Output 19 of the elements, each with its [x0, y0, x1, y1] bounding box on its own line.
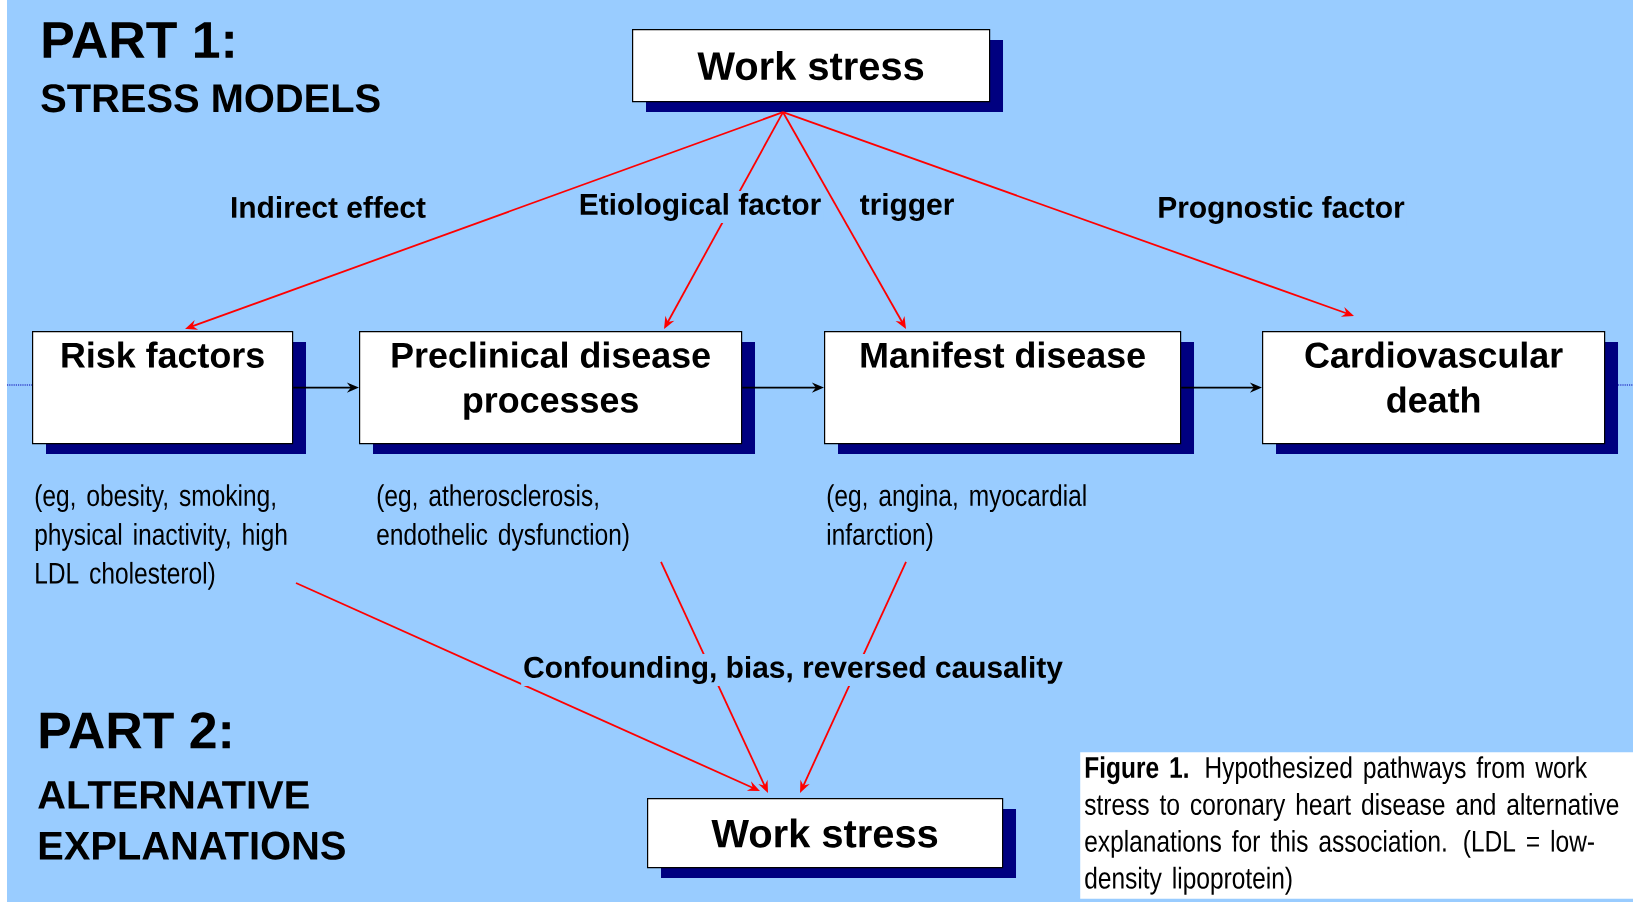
process-box: Cardiovascular death: [1262, 331, 1618, 454]
edge-label: Indirect effect: [228, 194, 428, 220]
heading-text: STRESS MODELS: [41, 84, 380, 113]
example-text: (eg, angina, myocardial infarction): [827, 484, 1086, 551]
process-box: Risk factors: [32, 331, 306, 454]
heading-text: PART 2:: [40, 712, 230, 749]
heading-text: ALTERNATIVE EXPLANATIONS: [38, 781, 345, 860]
process-box: Preclinical disease processes: [359, 331, 755, 454]
process-box: Manifest disease: [824, 331, 1194, 454]
edge-label: trigger: [857, 191, 957, 223]
edge-label: Etiological factor: [576, 191, 824, 223]
heading-text: Confounding, bias, reversed causality: [521, 654, 1065, 686]
process-box: Work stress: [647, 798, 1016, 878]
process-box: Work stress: [632, 29, 1003, 112]
example-text: (eg, obesity, smoking, physical inactivity, high LDL cholesterol): [35, 484, 287, 590]
example-text: (eg, atherosclerosis, endothelic dysfunction): [377, 484, 629, 551]
caption-text: Figure 1. Hypothesized pathways from work stress to coronary heart disease and alternative explanations for this association. (LDL = low-density lipoprotein): [1080, 752, 1633, 899]
heading-text: PART 1:: [43, 22, 233, 58]
edge-label: Prognostic factor: [1155, 194, 1407, 226]
